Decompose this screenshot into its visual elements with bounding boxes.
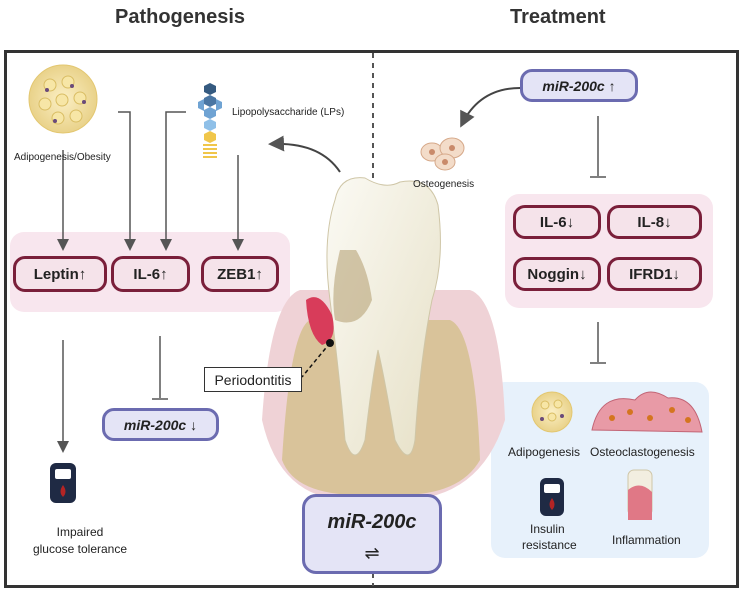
treatment-header: Treatment	[510, 6, 606, 28]
il8-down-box: IL-8↓	[607, 205, 702, 239]
adipogenesis-obesity-label: Adipogenesis/Obesity	[14, 152, 111, 163]
zeb1-box: ZEB1↑	[201, 256, 279, 292]
glucose-label-line1: Impaired	[56, 525, 104, 539]
diagram-frame	[4, 50, 739, 588]
lps-label: Lipopolysaccharide (LPs)	[232, 107, 345, 118]
inflammation-label: Inflammation	[612, 533, 681, 547]
inflamed-tooth-icon	[627, 469, 653, 520]
mir200c-down-box: miR-200c ↓	[102, 408, 219, 441]
osteoclastogenesis-label: Osteoclastogenesis	[590, 445, 695, 459]
ifrd1-down-box: IFRD1↓	[607, 257, 702, 291]
glucose-meter-icon	[50, 463, 76, 503]
adipogenesis-outcome-label: Adipogenesis	[508, 445, 581, 459]
adipogenesis-outcome-icon	[531, 391, 573, 433]
leptin-box: Leptin↑	[13, 256, 107, 292]
il6-up-box: IL-6↑	[111, 256, 190, 292]
glucose-label-line2: glucose tolerance	[32, 542, 128, 556]
noggin-down-box: Noggin↓	[513, 257, 601, 291]
equilibrium-symbol: ⇌	[364, 543, 380, 563]
adipocyte-cluster-icon	[28, 64, 98, 134]
center-mir-label: miR-200c	[327, 511, 417, 533]
insulin-label-line2: resistance	[522, 538, 577, 552]
lps-molecule-icon	[198, 83, 222, 158]
mir200c-center-box: miR-200c ⇌	[302, 494, 442, 574]
insulin-label-line1: Insulin	[530, 522, 565, 536]
insulin-meter-icon	[540, 478, 564, 516]
tooth-illustration	[262, 177, 505, 500]
pathogenesis-header: Pathogenesis	[115, 6, 246, 28]
osteogenesis-cells-icon	[420, 137, 465, 171]
il6-down-box: IL-6↓	[513, 205, 601, 239]
osteogenesis-label: Osteogenesis	[413, 179, 475, 190]
osteoclast-outcome-icon	[591, 391, 703, 433]
periodontitis-label: Periodontitis	[204, 367, 302, 392]
mir200c-up-box: miR-200c ↑	[520, 69, 638, 102]
